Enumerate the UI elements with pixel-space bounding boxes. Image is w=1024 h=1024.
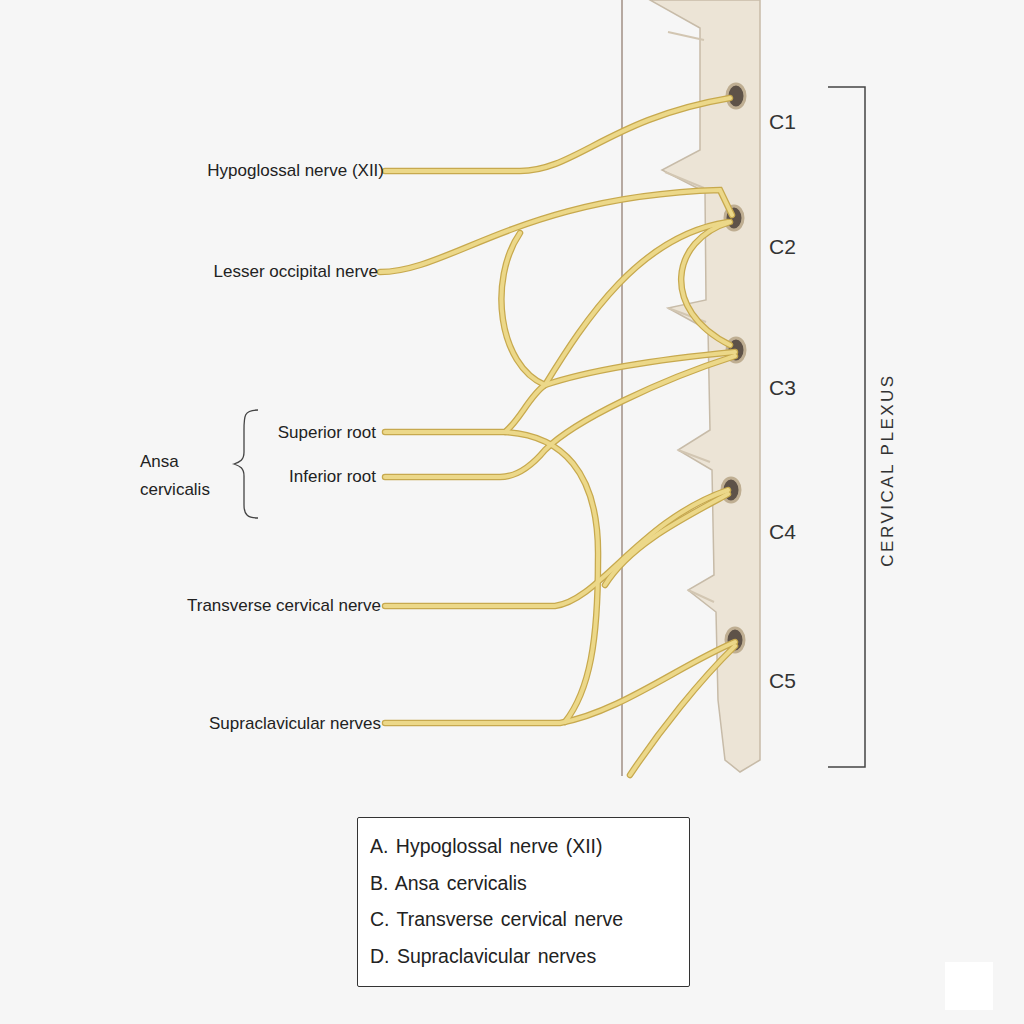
nerve-label: Lesser occipital nerve: [118, 261, 378, 283]
group-label: Ansa cervicalis: [140, 448, 226, 504]
vertebra-label: C4: [769, 521, 809, 543]
intervertebral-foramina: [722, 84, 745, 652]
vertebra-label: C3: [769, 377, 809, 399]
nerve-label: Hypoglossal nerve (XII): [124, 160, 384, 182]
vertebra-label: C5: [769, 670, 809, 692]
nerve: [380, 98, 735, 775]
plexus-bracket: [828, 87, 865, 767]
nerve-outline: [380, 98, 735, 775]
ansa-brace: [234, 410, 258, 518]
answer-box: A. Hypoglossal nerve (XII) B. Ansa cervic…: [357, 817, 690, 987]
root-label: Superior root: [176, 422, 376, 444]
vertebra-label: C2: [769, 236, 809, 258]
corner-patch: [945, 962, 993, 1010]
midline: [621, 0, 623, 776]
nerve-label: Supraclavicular nerves: [121, 713, 381, 735]
vertebra-label: C1: [769, 111, 809, 133]
answer-option: A. Hypoglossal nerve (XII): [370, 834, 603, 858]
answer-option: D. Supraclavicular nerves: [370, 944, 596, 968]
nerve-label: Transverse cervical nerve: [121, 595, 381, 617]
answer-option: B. Ansa cervicalis: [370, 871, 527, 895]
answer-option: C. Transverse cervical nerve: [370, 907, 623, 931]
plexus-title: CERVICAL PLEXUS: [877, 340, 899, 600]
root-label: Inferior root: [176, 466, 376, 488]
